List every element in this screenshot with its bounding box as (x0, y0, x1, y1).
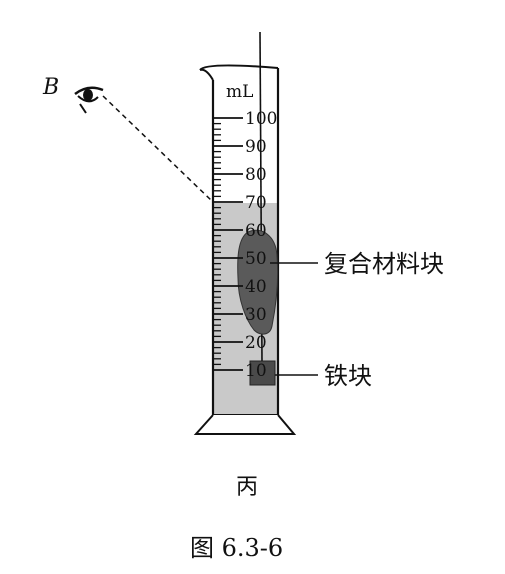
scale-label: 70 (245, 193, 267, 213)
figure-caption: 图 6.3-6 (190, 534, 283, 562)
scale-label: 90 (245, 137, 267, 157)
scale-label: 30 (245, 305, 267, 325)
scale-label: 20 (245, 333, 267, 353)
iron-label: 铁块 (324, 362, 372, 390)
scale-label: 40 (245, 277, 267, 297)
scale-label: 50 (245, 249, 267, 269)
sight-line (102, 95, 214, 203)
iron-block (249, 360, 276, 386)
composite-block (237, 229, 279, 335)
scale-label: 60 (245, 221, 267, 241)
eye-icon (74, 86, 104, 114)
eye-label: B (42, 75, 59, 100)
cylinder-base (193, 414, 297, 435)
unit-label: mL (226, 82, 253, 102)
scale-label: 100 (245, 109, 277, 129)
scale-label: 80 (245, 165, 267, 185)
scale-label: 10 (245, 361, 267, 381)
scale-labels: 100 90 80 70 60 50 40 30 20 10 (245, 109, 277, 381)
panel-label: 丙 (236, 475, 258, 500)
composite-label: 复合材料块 (324, 250, 444, 278)
cylinder-spout (199, 64, 279, 81)
scale-ticks (213, 117, 243, 371)
